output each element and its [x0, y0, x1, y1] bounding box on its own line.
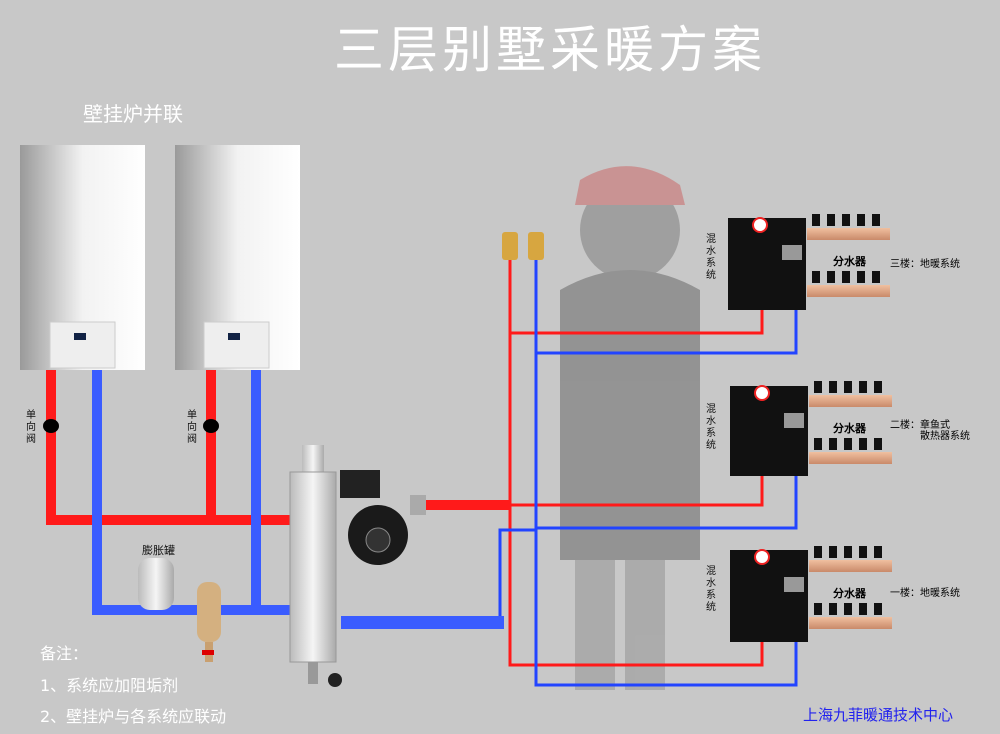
notes-heading: 备注： — [40, 644, 89, 663]
manifold-actuators — [812, 214, 882, 615]
return-pipes — [92, 370, 290, 615]
person-watermark — [560, 166, 700, 690]
mixing-unit-3f — [728, 217, 806, 310]
floor-1-label: 一楼：地暖系统 — [890, 588, 960, 599]
note-item-1: 1、系统应加阻垢剂 — [40, 676, 179, 695]
manifolds — [807, 228, 892, 629]
check-valve-1 — [43, 419, 59, 433]
hydraulic-separator — [289, 445, 342, 687]
manifold-label-1f: 分水器 — [833, 587, 866, 600]
expansion-tank-label: 膨胀罐 — [142, 544, 175, 557]
check-valve-2 — [203, 419, 219, 433]
mixing-label-1f: 混水系统 — [706, 566, 716, 613]
expansion-tank — [138, 558, 174, 610]
dirt-separator-filter — [197, 582, 221, 662]
distribution-supply — [508, 260, 764, 667]
circulation-pump — [340, 470, 426, 565]
floor-3-label: 三楼：地暖系统 — [890, 259, 960, 270]
page-title: 三层别墅采暖方案 — [334, 21, 766, 79]
mixing-unit-2f — [730, 385, 808, 476]
boiler-1 — [20, 145, 145, 370]
floor-2-label: 二楼：章鱼式 散热器系统 — [890, 420, 970, 442]
check-valve-label-1: 单向阀 — [26, 410, 36, 445]
note-item-2: 2、壁挂炉与各系统应联动 — [40, 707, 227, 726]
floor-2-label-line1: 二楼：章鱼式 — [890, 420, 950, 431]
mixing-label-3f: 混水系统 — [706, 234, 716, 281]
mixing-label-2f: 混水系统 — [706, 404, 716, 451]
mixing-unit-1f — [730, 549, 808, 642]
check-valve-label-2: 单向阀 — [187, 410, 197, 445]
air-vents — [502, 232, 544, 260]
supply-pipes — [46, 370, 510, 525]
boiler-2 — [175, 145, 300, 370]
manifold-label-2f: 分水器 — [833, 422, 866, 435]
floor-2-label-line2: 散热器系统 — [920, 431, 970, 442]
boiler-parallel-label: 壁挂炉并联 — [83, 102, 183, 126]
manifold-label-3f: 分水器 — [833, 255, 866, 268]
footer-company: 上海九菲暖通技术中心 — [803, 706, 954, 724]
